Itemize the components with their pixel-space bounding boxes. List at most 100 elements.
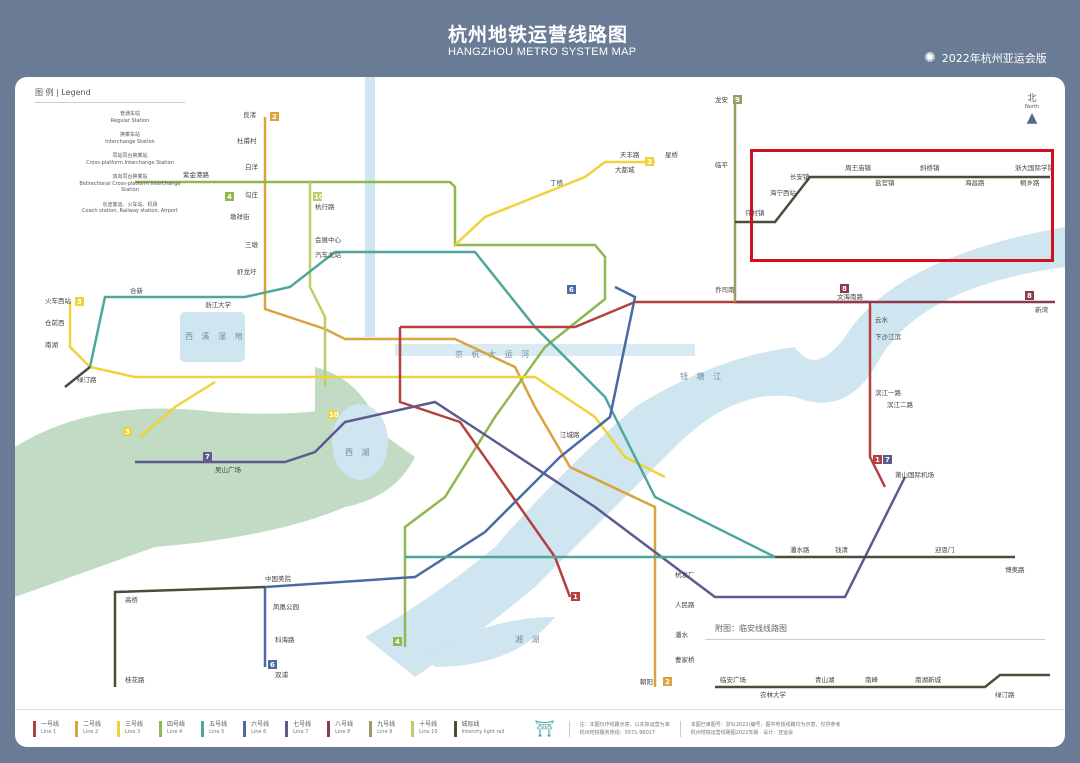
svg-text:8: 8	[1027, 292, 1032, 300]
svg-text:火车西站: 火车西站	[45, 296, 72, 305]
svg-text:双浦: 双浦	[275, 670, 289, 679]
svg-text:8: 8	[842, 285, 847, 293]
line-linan	[715, 673, 1050, 689]
sunburst-icon: ✺	[924, 50, 936, 66]
svg-text:杭发厂: 杭发厂	[675, 570, 695, 579]
svg-text:中国美院: 中国美院	[265, 574, 292, 583]
line-7	[135, 400, 907, 599]
highlight-box-hanghai	[750, 149, 1054, 262]
svg-text:江城路: 江城路	[560, 430, 580, 439]
svg-text:1: 1	[875, 456, 880, 464]
qiantang-label: 钱 塘 江	[680, 371, 724, 381]
line-5	[88, 250, 776, 559]
line-hanghai	[735, 175, 1050, 224]
legend-title: 图 例 | Legend	[35, 87, 185, 103]
svg-text:桂花路: 桂花路	[125, 675, 145, 684]
svg-text:新湾: 新湾	[1035, 305, 1049, 314]
svg-text:海昌路: 海昌路	[965, 178, 985, 187]
svg-text:2: 2	[665, 678, 670, 686]
qiantang-river	[365, 227, 1065, 677]
svg-text:桐乡路: 桐乡路	[1020, 178, 1040, 187]
svg-text:博奥路: 博奥路	[1005, 565, 1025, 574]
svg-text:汽车北站: 汽车北站	[315, 250, 342, 259]
svg-text:大都城: 大都城	[615, 165, 635, 174]
svg-text:斜桥镇: 斜桥镇	[920, 163, 940, 172]
svg-text:仓前西: 仓前西	[45, 318, 65, 327]
svg-text:钱清: 钱清	[835, 545, 849, 554]
footer-note-1: 注：本图仅作线路示意，以实际运营为准杭州地铁服务热线：0571-96017	[568, 720, 680, 737]
svg-text:10: 10	[329, 411, 339, 419]
line-hangfu	[113, 585, 266, 687]
svg-text:三墩: 三墩	[245, 240, 259, 249]
edition-label: 2022年杭州亚运会版	[941, 52, 1047, 65]
svg-text:3: 3	[77, 298, 82, 306]
svg-text:9: 9	[735, 96, 740, 104]
svg-text:6: 6	[270, 661, 275, 669]
svg-text:许村镇: 许村镇	[745, 208, 765, 217]
svg-text:临平: 临平	[715, 160, 729, 169]
asian-games-logo-icon: ⛩	[534, 719, 555, 738]
svg-text:科海路: 科海路	[275, 635, 295, 644]
svg-text:南湖新城: 南湖新城	[915, 675, 942, 684]
svg-text:周王庙镇: 周王庙镇	[845, 163, 872, 172]
metro-map[interactable]: 西 溪 湿 地 西 湖 钱 塘 江 京 杭 大 运 河 湘 湖	[15, 77, 1065, 709]
page-title: 杭州地铁运营线路图	[448, 24, 629, 46]
svg-text:滨江二路: 滨江二路	[887, 400, 914, 409]
svg-text:高桥: 高桥	[125, 595, 139, 604]
svg-text:吴山广场: 吴山广场	[215, 465, 242, 474]
svg-text:4: 4	[227, 193, 232, 201]
svg-text:文海南路: 文海南路	[837, 292, 864, 301]
svg-text:7: 7	[205, 453, 210, 461]
line-3	[68, 302, 666, 479]
svg-text:曹家桥: 曹家桥	[675, 655, 695, 664]
footer-note-2: 本图已审图号：浙S(2022)编号，图中地铁线路均为示意，仅供参考杭州地铁运营线…	[679, 720, 851, 737]
line-2	[263, 117, 657, 687]
edition-badge: ✺ 2022年杭州亚运会版	[924, 50, 1047, 66]
svg-text:盐官镇: 盐官镇	[875, 178, 895, 187]
svg-text:良渚: 良渚	[243, 110, 257, 119]
svg-text:合新: 合新	[130, 286, 144, 295]
svg-text:潘水路: 潘水路	[790, 545, 810, 554]
svg-text:6: 6	[569, 286, 574, 294]
svg-text:10: 10	[314, 193, 324, 201]
svg-text:虾龙圩: 虾龙圩	[237, 267, 257, 276]
map-card: 西 溪 湿 地 西 湖 钱 塘 江 京 杭 大 运 河 湘 湖	[15, 77, 1065, 747]
svg-text:绿汀路: 绿汀路	[995, 690, 1015, 699]
svg-text:潘水: 潘水	[675, 630, 689, 639]
west-lake-label: 西 湖	[345, 448, 373, 457]
inset-divider	[705, 639, 1045, 640]
canal-label: 京 杭 大 运 河	[455, 349, 532, 359]
north-arrow-icon: ▲	[1026, 110, 1038, 126]
svg-text:天丰路: 天丰路	[620, 150, 640, 159]
svg-text:勾庄: 勾庄	[245, 190, 259, 199]
svg-text:人民路: 人民路	[675, 600, 695, 609]
svg-text:萧山国际机场: 萧山国际机场	[895, 470, 935, 479]
svg-text:龙安: 龙安	[715, 95, 729, 104]
line-4	[135, 180, 607, 647]
grand-canal	[365, 77, 375, 337]
svg-text:农林大学: 农林大学	[760, 690, 787, 699]
svg-text:云水: 云水	[875, 315, 889, 324]
svg-text:长安镇: 长安镇	[790, 172, 810, 181]
svg-text:南湖: 南湖	[45, 340, 59, 349]
svg-text:青山湖: 青山湖	[815, 675, 835, 684]
svg-text:乔司南: 乔司南	[715, 285, 735, 294]
svg-text:7: 7	[885, 456, 890, 464]
xixi-wetland	[180, 312, 245, 362]
xixi-label: 西 溪 湿 地	[185, 331, 246, 341]
svg-text:凤凰公园: 凤凰公园	[273, 603, 299, 611]
svg-text:滨江一路: 滨江一路	[875, 388, 902, 397]
svg-text:浙大国际学院: 浙大国际学院	[1015, 163, 1055, 172]
